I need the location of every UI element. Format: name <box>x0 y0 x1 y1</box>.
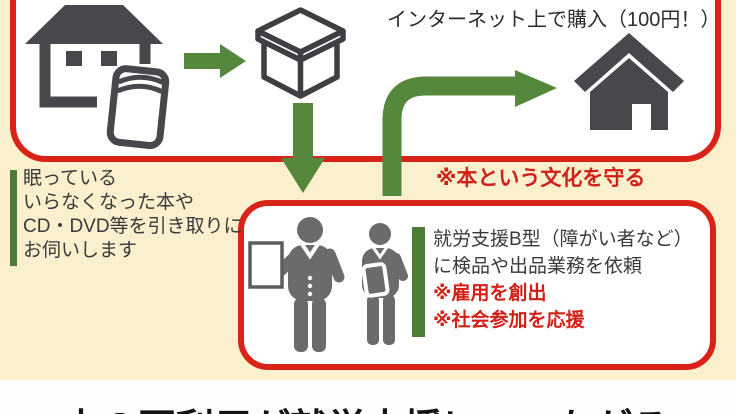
pickup-note-bar <box>10 170 17 266</box>
purchase-note: インターネット上で購入（100円！） <box>387 9 721 31</box>
arrow-up-right-icon <box>382 70 557 196</box>
package-box-icon <box>255 7 346 99</box>
support-note-employment: ※雇用を創出 <box>433 283 547 304</box>
arrow-down-icon <box>281 103 325 193</box>
home-solid-icon <box>574 33 684 130</box>
pickup-note-line: いらなくなった本や <box>23 192 195 213</box>
pickup-note-line: CD・DVD等を引き取りに <box>23 216 243 237</box>
pickup-note-line: 眠っている <box>23 168 118 189</box>
pickup-note: 眠っている いらなくなった本や CD・DVD等を引き取りに お伺いします <box>23 167 243 263</box>
pickup-note-line: お伺いします <box>23 240 138 261</box>
support-note-line: 就労支援B型（障がい者など） <box>433 229 693 250</box>
footer-headline: 本の再利用が就労支援に つながる <box>62 397 670 414</box>
support-note-bar <box>412 227 425 337</box>
two-workers-icon <box>248 217 408 352</box>
house-with-book-icon <box>25 5 170 150</box>
support-note-participation: ※社会参加を応援 <box>433 310 585 331</box>
culture-note: ※本という文化を守る <box>436 167 646 190</box>
support-note-line: に検品や出品業務を依頼 <box>433 256 643 277</box>
arrow-right-icon <box>184 44 246 78</box>
support-note: 就労支援B型（障がい者など） に検品や出品業務を依頼 ※雇用を創出 ※社会参加を… <box>433 226 693 334</box>
